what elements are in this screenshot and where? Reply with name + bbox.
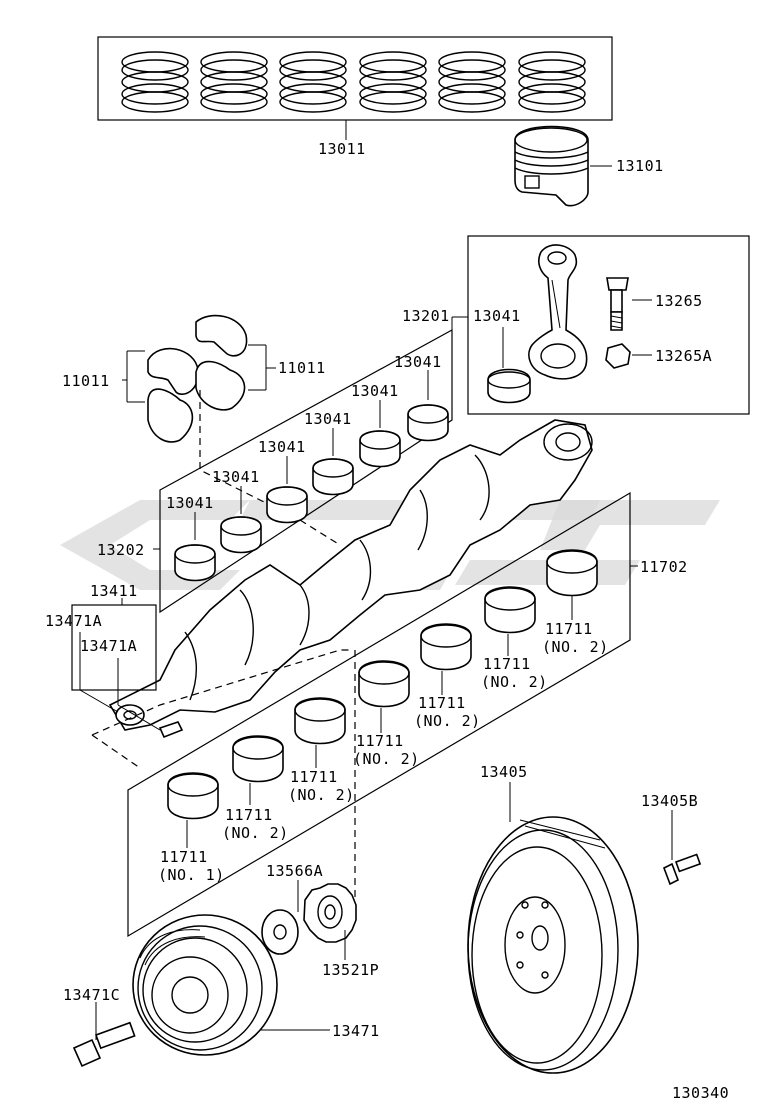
conrod-bearing-icon: [487, 368, 531, 404]
label-11711-2: 11711: [225, 806, 273, 824]
label-11011-left: 11011: [62, 372, 110, 390]
label-no2-4: (NO. 2): [353, 750, 420, 768]
label-no2-7: (NO. 2): [542, 638, 609, 656]
label-11011-right: 11011: [278, 359, 326, 377]
label-11702: 11702: [640, 558, 688, 576]
label-13471: 13471: [332, 1022, 380, 1040]
label-no1-1: (NO. 1): [158, 866, 225, 884]
label-13471A-2: 13471A: [80, 637, 137, 655]
piston-group[interactable]: 13101: [514, 125, 664, 207]
label-13041-3: 13041: [258, 438, 306, 456]
label-11711-7: 11711: [545, 620, 593, 638]
timing-gear-group[interactable]: 13566A 13521P: [261, 862, 379, 979]
label-11711-6: 11711: [483, 655, 531, 673]
label-13041-5: 13041: [351, 382, 399, 400]
label-11711-4: 11711: [356, 732, 404, 750]
thrust-washer-right-icon: [195, 314, 248, 411]
conrod-bearing-set-group[interactable]: 13202: [97, 316, 462, 614]
main-bearing-set-group[interactable]: 11702: [127, 491, 688, 938]
washer-icon: [261, 909, 299, 955]
flywheel-group[interactable]: 13405 13405B: [467, 763, 702, 1074]
label-11711-3: 11711: [290, 768, 338, 786]
label-13265A: 13265A: [655, 347, 712, 365]
flywheel-bolt-icon: [662, 853, 702, 886]
piston-rings-group[interactable]: 13011: [97, 36, 613, 158]
label-no2-3: (NO. 2): [288, 786, 355, 804]
label-11711-5: 11711: [418, 694, 466, 712]
flywheel-icon: [467, 816, 639, 1074]
connecting-rod-icon: [528, 244, 588, 380]
pulley-bolt-icon: [72, 1021, 136, 1068]
label-13405B: 13405B: [641, 792, 698, 810]
conrod-bolt-icon: [606, 277, 629, 331]
thrust-washer-group[interactable]: 11011 11011: [62, 314, 326, 443]
label-13041-1: 13041: [166, 494, 214, 512]
label-13521P: 13521P: [322, 961, 379, 979]
page-number: 130340: [672, 1084, 729, 1102]
label-13041-6: 13041: [394, 353, 442, 371]
label-13411: 13411: [90, 582, 138, 600]
label-no2-5: (NO. 2): [414, 712, 481, 730]
label-13011: 13011: [318, 140, 366, 158]
label-13041-box: 13041: [473, 307, 521, 325]
label-13471A-1: 13471A: [45, 612, 102, 630]
label-13471C: 13471C: [63, 986, 120, 1004]
label-13101: 13101: [616, 157, 664, 175]
crank-pulley-icon: [132, 914, 278, 1056]
thrust-washer-left-icon: [147, 347, 199, 443]
label-no2-6: (NO. 2): [481, 673, 548, 691]
crank-pulley-group[interactable]: 13471 13471C: [63, 914, 380, 1068]
woodruff-key-icon: [158, 721, 184, 739]
label-13202: 13202: [97, 541, 145, 559]
label-no2-2: (NO. 2): [222, 824, 289, 842]
label-11711-1: 11711: [160, 848, 208, 866]
label-13405: 13405: [480, 763, 528, 781]
label-13041-4: 13041: [304, 410, 352, 428]
label-13265: 13265: [655, 292, 703, 310]
main-bearing-shells-icon: [167, 549, 598, 820]
conrod-bearing-shells-icon: [174, 404, 449, 582]
crankshaft-icon: [108, 419, 593, 731]
timing-gear-icon: [303, 883, 357, 943]
label-13041-2: 13041: [212, 468, 260, 486]
label-13566A: 13566A: [266, 862, 323, 880]
conrod-nut-icon: [605, 343, 631, 369]
piston-ring-set-icon: [121, 51, 586, 113]
piston-icon: [514, 125, 589, 207]
label-13201: 13201: [402, 307, 450, 325]
conrod-group[interactable]: 13201 13041 13265 13265A: [402, 235, 750, 415]
crankshaft-group[interactable]: 13411 13471A 13471A: [45, 419, 593, 769]
